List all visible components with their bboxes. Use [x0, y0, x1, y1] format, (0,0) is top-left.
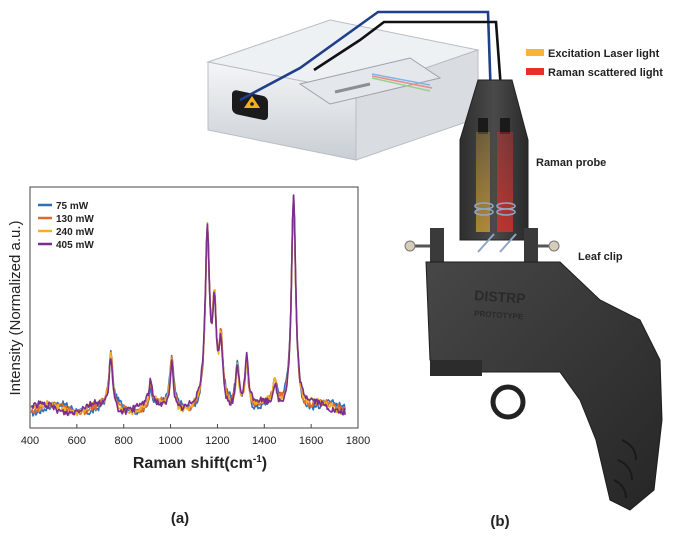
laser-warning-icon [232, 90, 268, 121]
device-engraving-brand: DISTRP [474, 287, 526, 307]
x-axis-label-sup: -1 [253, 454, 262, 465]
x-tick-label: 1800 [346, 435, 370, 447]
leaf-clip [404, 228, 560, 264]
y-axis-label: Intensity (Normalized a.u.) [7, 220, 24, 395]
optical-fibers [239, 10, 506, 131]
panel-b-legend: Excitation Laser light Raman scattered l… [526, 48, 663, 79]
chart-legend: 75 mW 130 mW 240 mW 405 mW [38, 201, 94, 251]
pistol-grip-housing: DISTRP PROTOTYPE [425, 261, 663, 511]
x-axis-label: Raman shift(cm-1) [133, 454, 267, 472]
legend-label: 240 mW [56, 227, 94, 238]
series-line-405-mw [30, 194, 346, 417]
raman-spectrum-chart: 400 600 800 1000 1200 1400 1600 1800 75 mW 130 m… [7, 186, 370, 472]
legend-label: 405 mW [56, 240, 94, 251]
spectrometer-box [206, 19, 480, 161]
panel-a-label: (a) [171, 510, 189, 527]
legend-label-raman: Raman scattered light [548, 67, 663, 79]
raman-probe-label: Raman probe [536, 157, 606, 169]
x-tick-label: 1200 [205, 435, 229, 447]
device-engraving-sub: PROTOTYPE [474, 309, 524, 321]
x-axis-label-close: ) [262, 455, 267, 472]
x-tick-layer: 400 600 800 1000 1200 1400 1600 1800 [21, 424, 370, 447]
x-tick-label: 600 [68, 435, 86, 447]
x-axis-label-text: Raman shift(cm [133, 455, 253, 472]
legend-label: 130 mW [56, 214, 94, 225]
x-tick-label: 800 [115, 435, 133, 447]
x-tick-label: 1000 [158, 435, 182, 447]
legend-swatch-raman [526, 68, 544, 75]
legend-swatch-excitation [526, 49, 544, 56]
panel-b-label: (b) [490, 513, 509, 530]
x-tick-label: 1600 [299, 435, 323, 447]
x-tick-label: 1400 [252, 435, 276, 447]
x-tick-label: 400 [21, 435, 39, 447]
legend-label-excitation: Excitation Laser light [548, 48, 660, 60]
leaf-clip-label: Leaf clip [578, 251, 623, 263]
raman-probe [459, 79, 529, 253]
legend-label: 75 mW [56, 201, 89, 212]
plot-frame [29, 186, 359, 429]
series-layer [30, 194, 346, 417]
